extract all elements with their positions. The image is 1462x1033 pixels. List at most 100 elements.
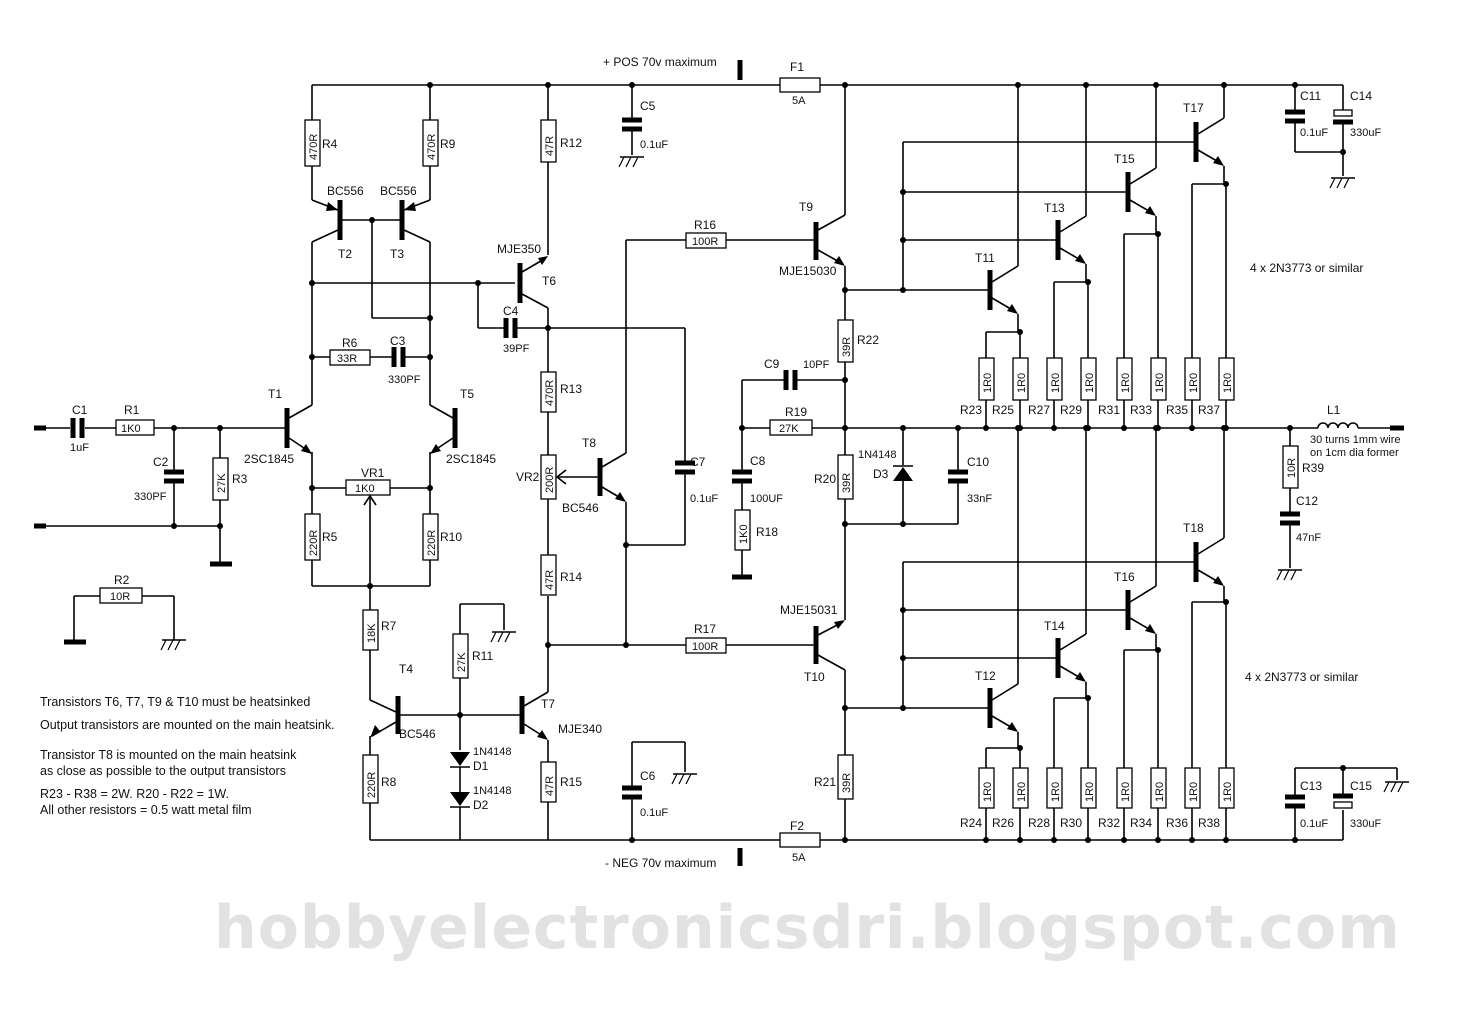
svg-text:1R0: 1R0: [1050, 373, 1062, 393]
svg-text:BC556: BC556: [327, 184, 364, 198]
svg-text:0.1uF: 0.1uF: [690, 493, 718, 505]
svg-text:1R0: 1R0: [982, 782, 994, 802]
svg-text:T3: T3: [390, 247, 404, 261]
svg-text:R35: R35: [1166, 403, 1188, 417]
svg-text:R22: R22: [857, 333, 879, 347]
svg-text:1N4148: 1N4148: [858, 449, 897, 461]
output-note-top: 4 x 2N3773 or similar: [1250, 261, 1363, 275]
svg-text:R7: R7: [381, 619, 397, 633]
svg-text:C9: C9: [764, 357, 780, 371]
svg-text:47R: 47R: [544, 136, 556, 156]
svg-text:39PF: 39PF: [503, 343, 530, 355]
svg-text:2SC1845: 2SC1845: [446, 452, 496, 466]
svg-text:1R0: 1R0: [1188, 373, 1200, 393]
svg-text:C3: C3: [390, 334, 406, 348]
svg-text:470R: 470R: [308, 134, 320, 160]
svg-text:R1: R1: [124, 403, 140, 417]
svg-text:C2: C2: [153, 455, 169, 469]
svg-text:R13: R13: [560, 382, 582, 396]
svg-text:MJE15031: MJE15031: [780, 603, 838, 617]
output-stage: 1R0R231R0R241R0R251R0R261R0R271R0R281R0R…: [900, 82, 1410, 843]
svg-text:R30: R30: [1060, 816, 1082, 830]
svg-text:R23 - R38 = 2W. R20 - R22 = 1: R23 - R38 = 2W. R20 - R22 = 1W.: [40, 787, 229, 801]
svg-text:MJE15030: MJE15030: [779, 264, 837, 278]
svg-text:330PF: 330PF: [388, 374, 421, 386]
svg-text:C5: C5: [640, 99, 656, 113]
svg-text:1K0: 1K0: [121, 423, 141, 435]
svg-text:D2: D2: [473, 798, 489, 812]
svg-text:T14: T14: [1044, 619, 1065, 633]
svg-text:330uF: 330uF: [1350, 127, 1381, 139]
svg-text:1R0: 1R0: [982, 373, 994, 393]
svg-text:R27: R27: [1028, 403, 1050, 417]
svg-text:1R0: 1R0: [1016, 373, 1028, 393]
svg-text:R6: R6: [342, 336, 358, 350]
svg-text:R2: R2: [114, 573, 130, 587]
svg-text:200R: 200R: [544, 467, 556, 493]
svg-text:T17: T17: [1183, 101, 1204, 115]
svg-text:MJE340: MJE340: [558, 722, 602, 736]
svg-text:Output transistors are mounted: Output transistors are mounted on the ma…: [40, 718, 335, 732]
svg-text:C14: C14: [1350, 89, 1372, 103]
svg-text:R11: R11: [472, 649, 493, 663]
svg-text:VR2: VR2: [516, 470, 540, 484]
svg-text:1R0: 1R0: [1016, 782, 1028, 802]
svg-text:1R0: 1R0: [1050, 782, 1062, 802]
svg-text:220R: 220R: [366, 772, 378, 798]
svg-text:C15: C15: [1350, 779, 1372, 793]
svg-text:30 turns 1mm wire: 30 turns 1mm wire: [1310, 434, 1400, 446]
svg-text:470R: 470R: [426, 134, 438, 160]
svg-text:T16: T16: [1114, 570, 1135, 584]
svg-text:33R: 33R: [337, 353, 357, 365]
svg-text:10R: 10R: [110, 591, 130, 603]
svg-text:T7: T7: [541, 697, 555, 711]
svg-text:R19: R19: [785, 405, 807, 419]
svg-text:R31: R31: [1098, 403, 1120, 417]
svg-text:BC546: BC546: [399, 727, 436, 741]
svg-text:T5: T5: [460, 387, 474, 401]
svg-text:C7: C7: [690, 455, 706, 469]
svg-text:330PF: 330PF: [134, 491, 167, 503]
svg-text:0.1uF: 0.1uF: [1300, 818, 1328, 830]
svg-text:33nF: 33nF: [967, 493, 992, 505]
watermark: hobbyelectronicsdri.blogspot.com: [214, 893, 1401, 963]
svg-text:C8: C8: [750, 454, 766, 468]
svg-text:1R0: 1R0: [1222, 373, 1234, 393]
svg-text:1R0: 1R0: [1120, 373, 1132, 393]
svg-text:1K0: 1K0: [355, 483, 375, 495]
svg-text:BC556: BC556: [380, 184, 417, 198]
labels: + POS 70v maximum - NEG 70v maximum F15A…: [70, 55, 1400, 870]
svg-text:T2: T2: [338, 247, 352, 261]
svg-text:R38: R38: [1198, 816, 1220, 830]
svg-text:R39: R39: [1302, 461, 1324, 475]
svg-text:10PF: 10PF: [803, 359, 830, 371]
svg-text:39R: 39R: [841, 337, 853, 357]
svg-text:R29: R29: [1060, 403, 1082, 417]
svg-text:47R: 47R: [544, 570, 556, 590]
svg-text:1N4148: 1N4148: [473, 785, 512, 797]
svg-text:47R: 47R: [544, 776, 556, 796]
svg-text:5A: 5A: [792, 95, 806, 107]
svg-text:R5: R5: [322, 530, 338, 544]
svg-text:R21: R21: [814, 775, 836, 789]
svg-text:1R0: 1R0: [1188, 782, 1200, 802]
svg-text:T8: T8: [582, 436, 596, 450]
output-note-bottom: 4 x 2N3773 or similar: [1245, 670, 1358, 684]
svg-text:T10: T10: [804, 670, 825, 684]
svg-text:C10: C10: [967, 455, 989, 469]
svg-text:R26: R26: [992, 816, 1014, 830]
svg-text:R15: R15: [560, 775, 582, 789]
svg-text:R34: R34: [1130, 816, 1152, 830]
neg-supply-label: - NEG 70v maximum: [605, 856, 716, 870]
svg-text:1R0: 1R0: [1120, 782, 1132, 802]
svg-text:R23: R23: [960, 403, 982, 417]
svg-text:T6: T6: [542, 274, 556, 288]
svg-text:Transistor T8 is mounted on th: Transistor T8 is mounted on the main hea…: [40, 748, 297, 762]
svg-text:F1: F1: [790, 60, 804, 74]
svg-text:T18: T18: [1183, 521, 1204, 535]
svg-text:39R: 39R: [841, 473, 853, 493]
svg-text:10R: 10R: [1286, 458, 1298, 478]
svg-text:18K: 18K: [366, 623, 378, 643]
svg-text:R3: R3: [232, 472, 248, 486]
